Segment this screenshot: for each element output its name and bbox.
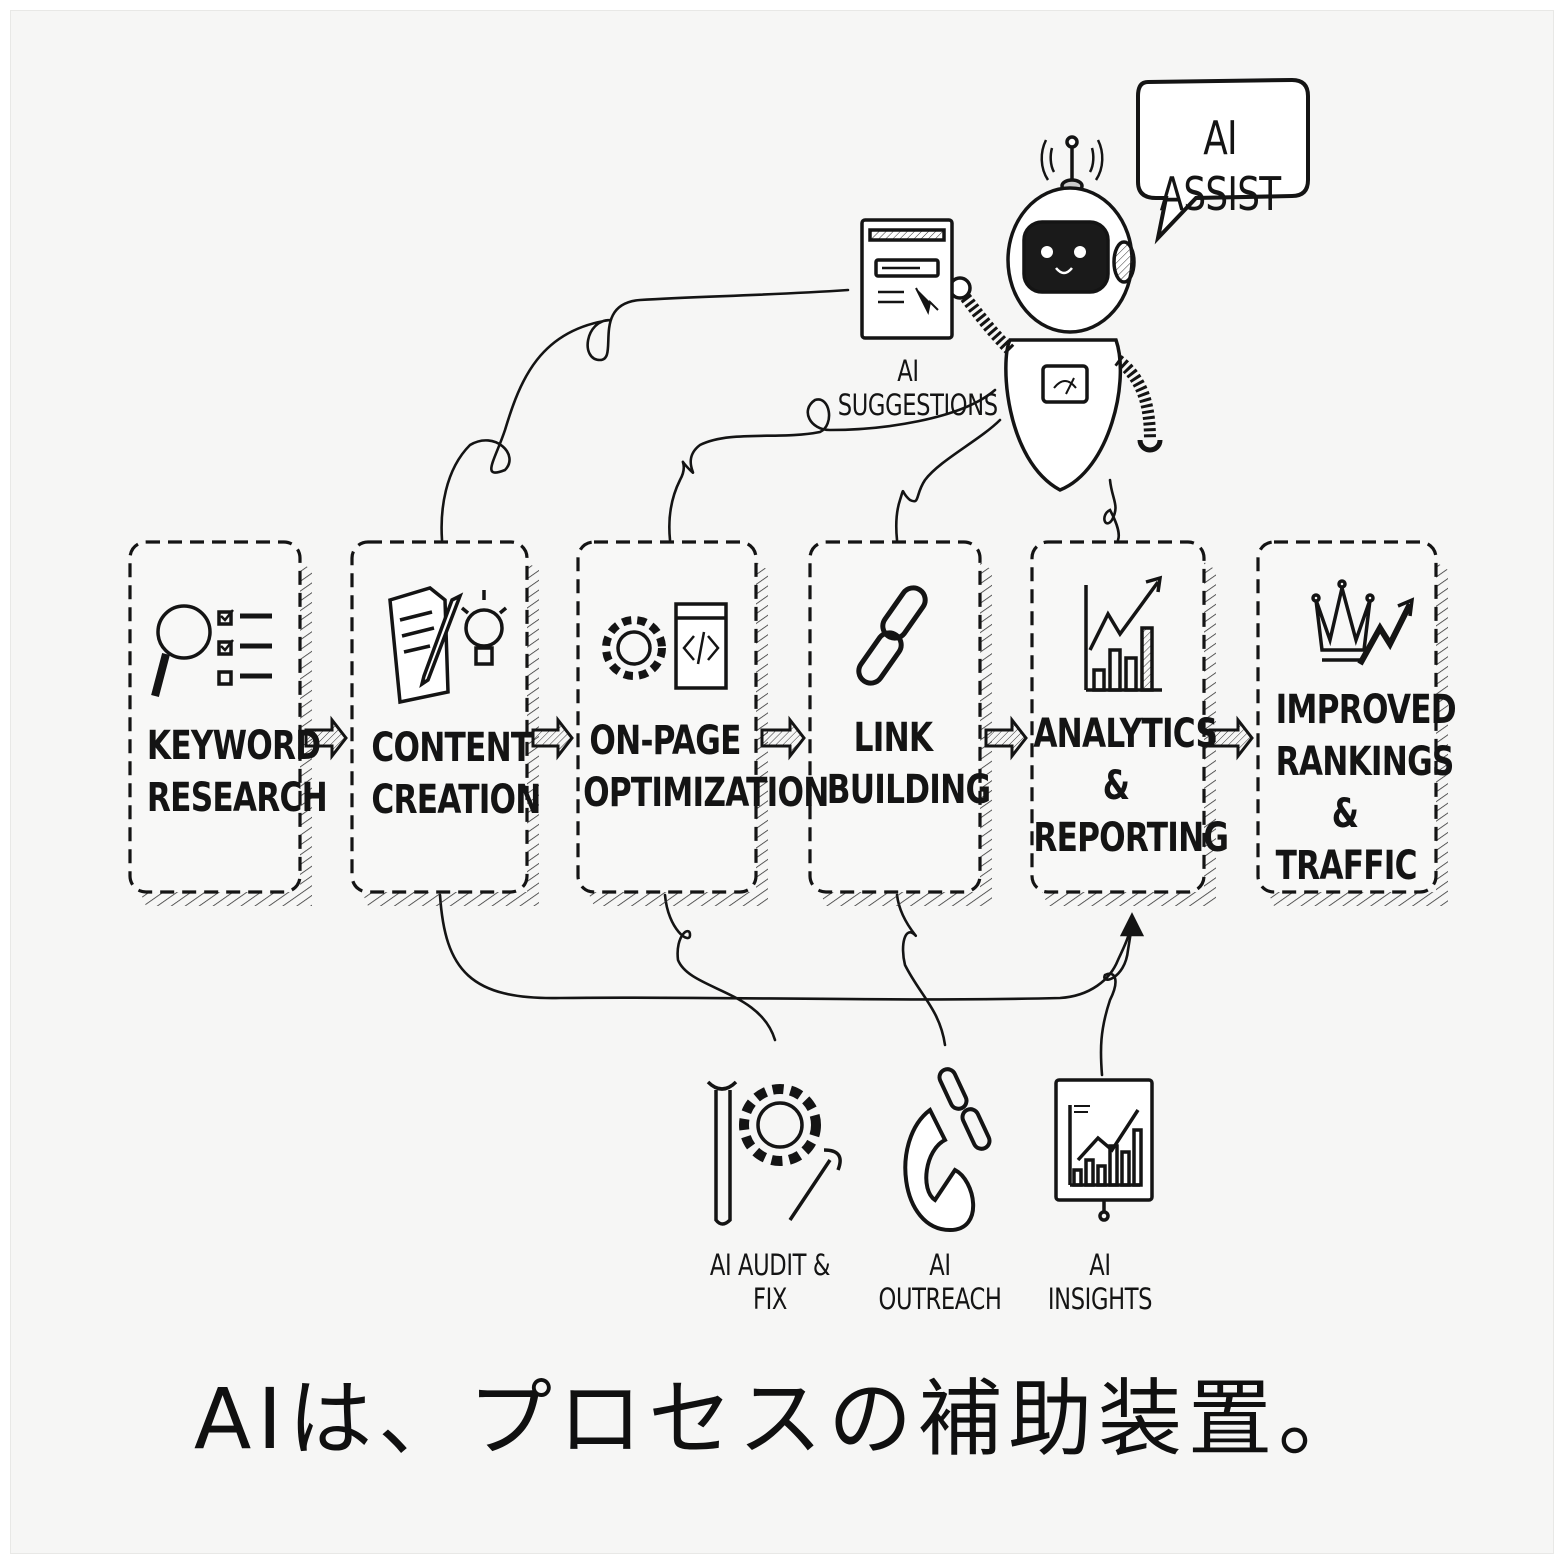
step-arrow-icon xyxy=(1208,715,1254,761)
box-border xyxy=(1256,540,1438,894)
suggestions-window-icon xyxy=(860,218,954,340)
document-pencil-lightbulb-icon xyxy=(388,586,508,705)
bar-chart-trend-icon xyxy=(1084,575,1163,692)
step-label-analytics-reporting: ANALYTICS & REPORTING xyxy=(1033,708,1229,864)
step-line: & TRAFFIC xyxy=(1275,791,1418,889)
step-line: & REPORTING xyxy=(1033,763,1229,861)
step-box xyxy=(128,540,312,906)
chain-link-icon xyxy=(856,585,928,686)
step-arrow-icon xyxy=(984,715,1028,761)
step-label-content-creation: CONTENT CREATION xyxy=(371,722,541,826)
connector-onpage-to-audit xyxy=(663,893,777,1042)
caption: AIは、プロセスの補助装置。 xyxy=(193,1370,1369,1468)
box-border xyxy=(1030,540,1206,894)
robot-assistant-icon xyxy=(948,135,1163,492)
gear-code-window-icon xyxy=(602,602,728,690)
box-border xyxy=(128,540,302,894)
arrowhead-to-analytics xyxy=(1119,912,1145,937)
step-line: OPTIMIZATION xyxy=(583,770,829,816)
step-label-keyword-research: KEYWORD RESEARCH xyxy=(146,720,328,824)
connector-lines xyxy=(438,288,1145,1077)
connector-suggestions-to-content xyxy=(440,288,850,542)
magnifier-checklist-icon xyxy=(151,604,272,698)
step-boxes xyxy=(128,540,1448,906)
step-line: LINK xyxy=(853,715,933,761)
step-arrow-icon xyxy=(304,715,348,761)
step-line: BUILDING xyxy=(826,767,991,813)
step-label-improved-rankings: IMPROVED RANKINGS & TRAFFIC xyxy=(1275,684,1457,892)
presentation-chart-icon xyxy=(1054,1078,1154,1222)
connector-link-to-outreach xyxy=(895,893,947,1047)
ai-audit-label: AI AUDIT & FIX xyxy=(709,1248,831,1316)
step-arrows xyxy=(304,715,1254,761)
ai-insights-label: AI INSIGHTS xyxy=(1047,1248,1153,1316)
step-arrow-icon xyxy=(531,715,574,761)
step-label-link-building: LINK BUILDING xyxy=(826,712,991,816)
speech-bubble-text: AI ASSIST xyxy=(1159,111,1281,221)
step-line: ON-PAGE xyxy=(589,718,741,764)
connector-content-to-analytics xyxy=(438,893,1134,1001)
box-border xyxy=(808,540,982,894)
wrench-gear-icon xyxy=(706,1080,842,1226)
speech-bubble xyxy=(1136,77,1310,245)
step-line: RANKINGS xyxy=(1275,739,1455,785)
step-line: CREATION xyxy=(371,777,541,823)
connector-robot-to-onpage xyxy=(668,388,997,542)
step-box xyxy=(1030,540,1216,906)
step-line: ANALYTICS xyxy=(1033,711,1218,757)
connector-insights-to-analytics xyxy=(1099,923,1134,1077)
step-box xyxy=(808,540,992,906)
step-box xyxy=(1256,540,1448,906)
magnet-chain-icon xyxy=(903,1067,992,1233)
connector-robot-to-link xyxy=(894,418,1002,542)
step-label-onpage-optimization: ON-PAGE OPTIMIZATION xyxy=(583,715,829,819)
step-line: RESEARCH xyxy=(146,775,328,821)
step-line: KEYWORD xyxy=(146,723,321,769)
step-line: CONTENT xyxy=(371,725,532,771)
ai-suggestions-label: AI SUGGESTIONS xyxy=(837,354,998,422)
step-arrow-icon xyxy=(760,715,806,761)
crown-trend-icon xyxy=(1311,579,1415,666)
step-line: IMPROVED xyxy=(1275,687,1457,733)
ai-outreach-label: AI OUTREACH xyxy=(878,1248,1002,1316)
connector-robot-to-analytics xyxy=(1103,478,1121,542)
